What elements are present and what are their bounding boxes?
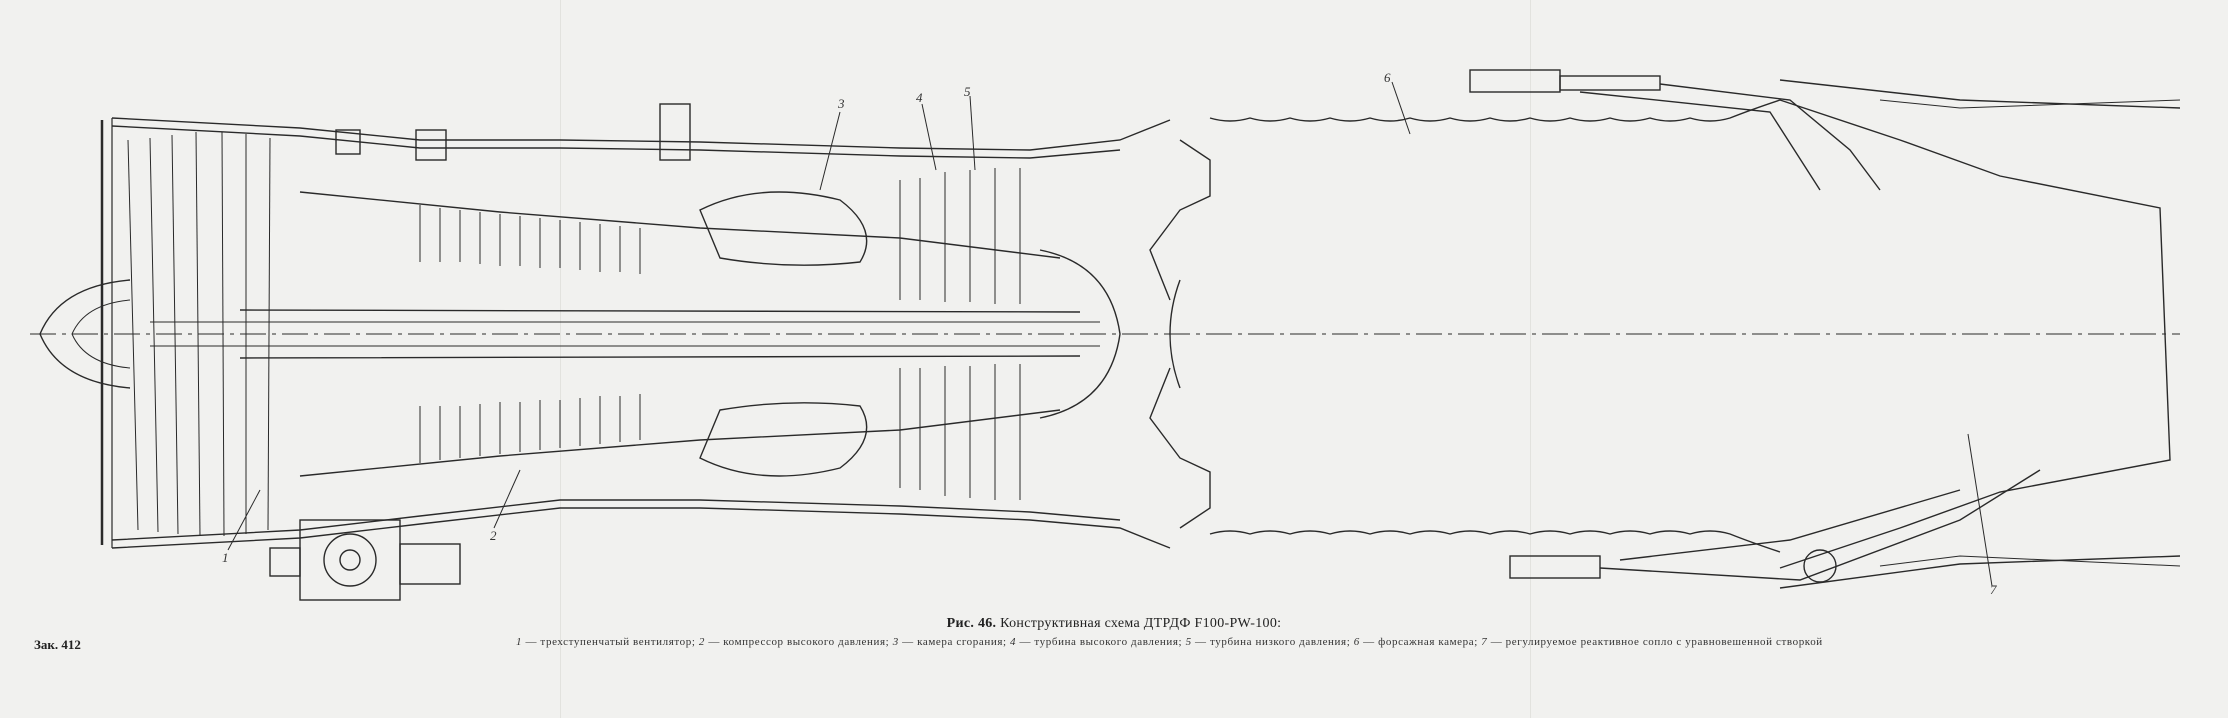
legend-text: трехступенчатый вентилятор; <box>540 636 696 648</box>
nozzle-actuator-upper <box>1469 69 1881 191</box>
combustor-upper <box>699 191 868 266</box>
order-number: Зак. 412 <box>34 637 81 652</box>
legend-num: 4 <box>1010 636 1017 648</box>
legend-num: 6 <box>1353 636 1360 648</box>
figure-caption: Рис. 46. Конструктивная схема ДТРДФ F100… <box>0 616 2228 632</box>
bypass-splitter-lower <box>299 409 1061 477</box>
legend-num: 1 <box>516 636 523 648</box>
top-mount-bracket <box>659 103 691 161</box>
legend-text: камера сгорания; <box>917 636 1007 648</box>
legend-num: 2 <box>698 636 705 648</box>
figure-legend: 1 — трехступенчатый вентилятор; 2 — комп… <box>516 636 1823 648</box>
flameholder-upper <box>1149 139 1211 301</box>
legend-text: форсажная камера; <box>1378 636 1478 648</box>
nozzle-actuator-lower <box>1509 469 2041 583</box>
turbine-stages <box>899 168 1021 500</box>
callout-1: 1 <box>222 550 229 565</box>
nozzle-outer-upper <box>1779 79 2181 109</box>
afterburner-liner-upper <box>1209 99 1781 122</box>
figure-title: Конструктивная схема ДТРДФ F100-PW-100: <box>1000 616 1282 631</box>
outer-casing-upper <box>111 117 1171 151</box>
legend-num: 3 <box>892 636 899 648</box>
legend-text: турбина низкого давления; <box>1210 636 1351 648</box>
paper-fold-left <box>560 0 561 718</box>
legend-text: компрессор высокого давления; <box>723 636 890 648</box>
spinner <box>39 279 131 389</box>
lp-shaft <box>150 321 1100 347</box>
fan-blades <box>127 131 271 537</box>
nozzle-outer-lower <box>1779 555 2181 589</box>
afterburner-liner-lower <box>1209 530 1781 553</box>
accessory-gearbox <box>269 519 461 601</box>
outer-casing-lower <box>111 507 1171 549</box>
callout-5: 5 <box>964 84 971 99</box>
legend-text: турбина высокого давления; <box>1034 636 1183 648</box>
bypass-splitter-upper <box>299 191 1061 259</box>
legend-num: 5 <box>1185 636 1192 648</box>
callout-6: 6 <box>1384 70 1391 85</box>
callout-4: 4 <box>916 90 923 105</box>
callout-7: 7 <box>1990 582 1997 597</box>
combustor-lower <box>699 402 868 477</box>
legend-num: 7 <box>1481 636 1488 648</box>
callout-3: 3 <box>838 96 845 111</box>
legend-text: регулируемое реактивное сопло с уравнове… <box>1505 636 1823 648</box>
nozzle-flap-upper <box>1779 99 2171 569</box>
paper-fold-right <box>1530 0 1531 718</box>
figure-label: Рис. 46. <box>946 616 997 631</box>
callout-2: 2 <box>490 528 497 543</box>
flameholder-lower <box>1149 367 1211 529</box>
hp-shaft <box>239 309 1081 359</box>
hp-compressor-stages <box>419 205 641 463</box>
exhaust-cone <box>1039 249 1121 419</box>
